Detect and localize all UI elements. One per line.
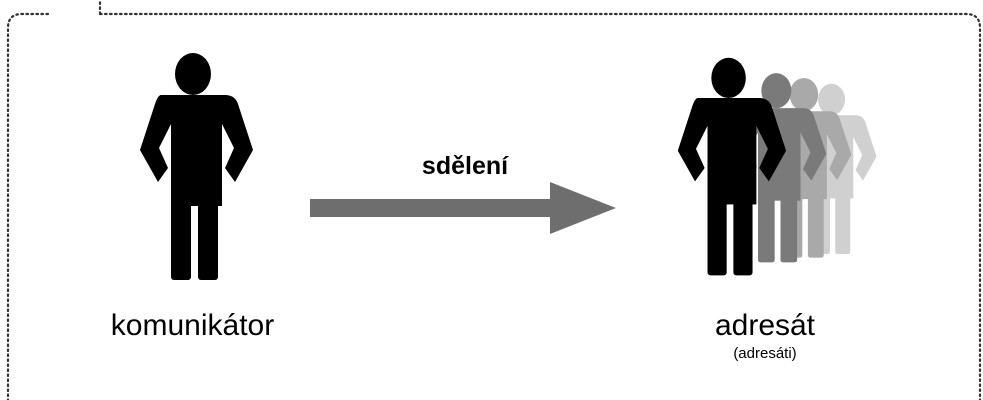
receiver-sublabel: (adresáti): [733, 345, 797, 362]
sender-person-icon: [140, 53, 253, 280]
message-arrow-icon: [310, 182, 616, 234]
receiver-person-icon: [677, 57, 787, 276]
message-label: sdělení: [421, 152, 509, 180]
sender-label: komunikátor: [110, 309, 275, 342]
receiver-label: adresát: [714, 309, 816, 342]
